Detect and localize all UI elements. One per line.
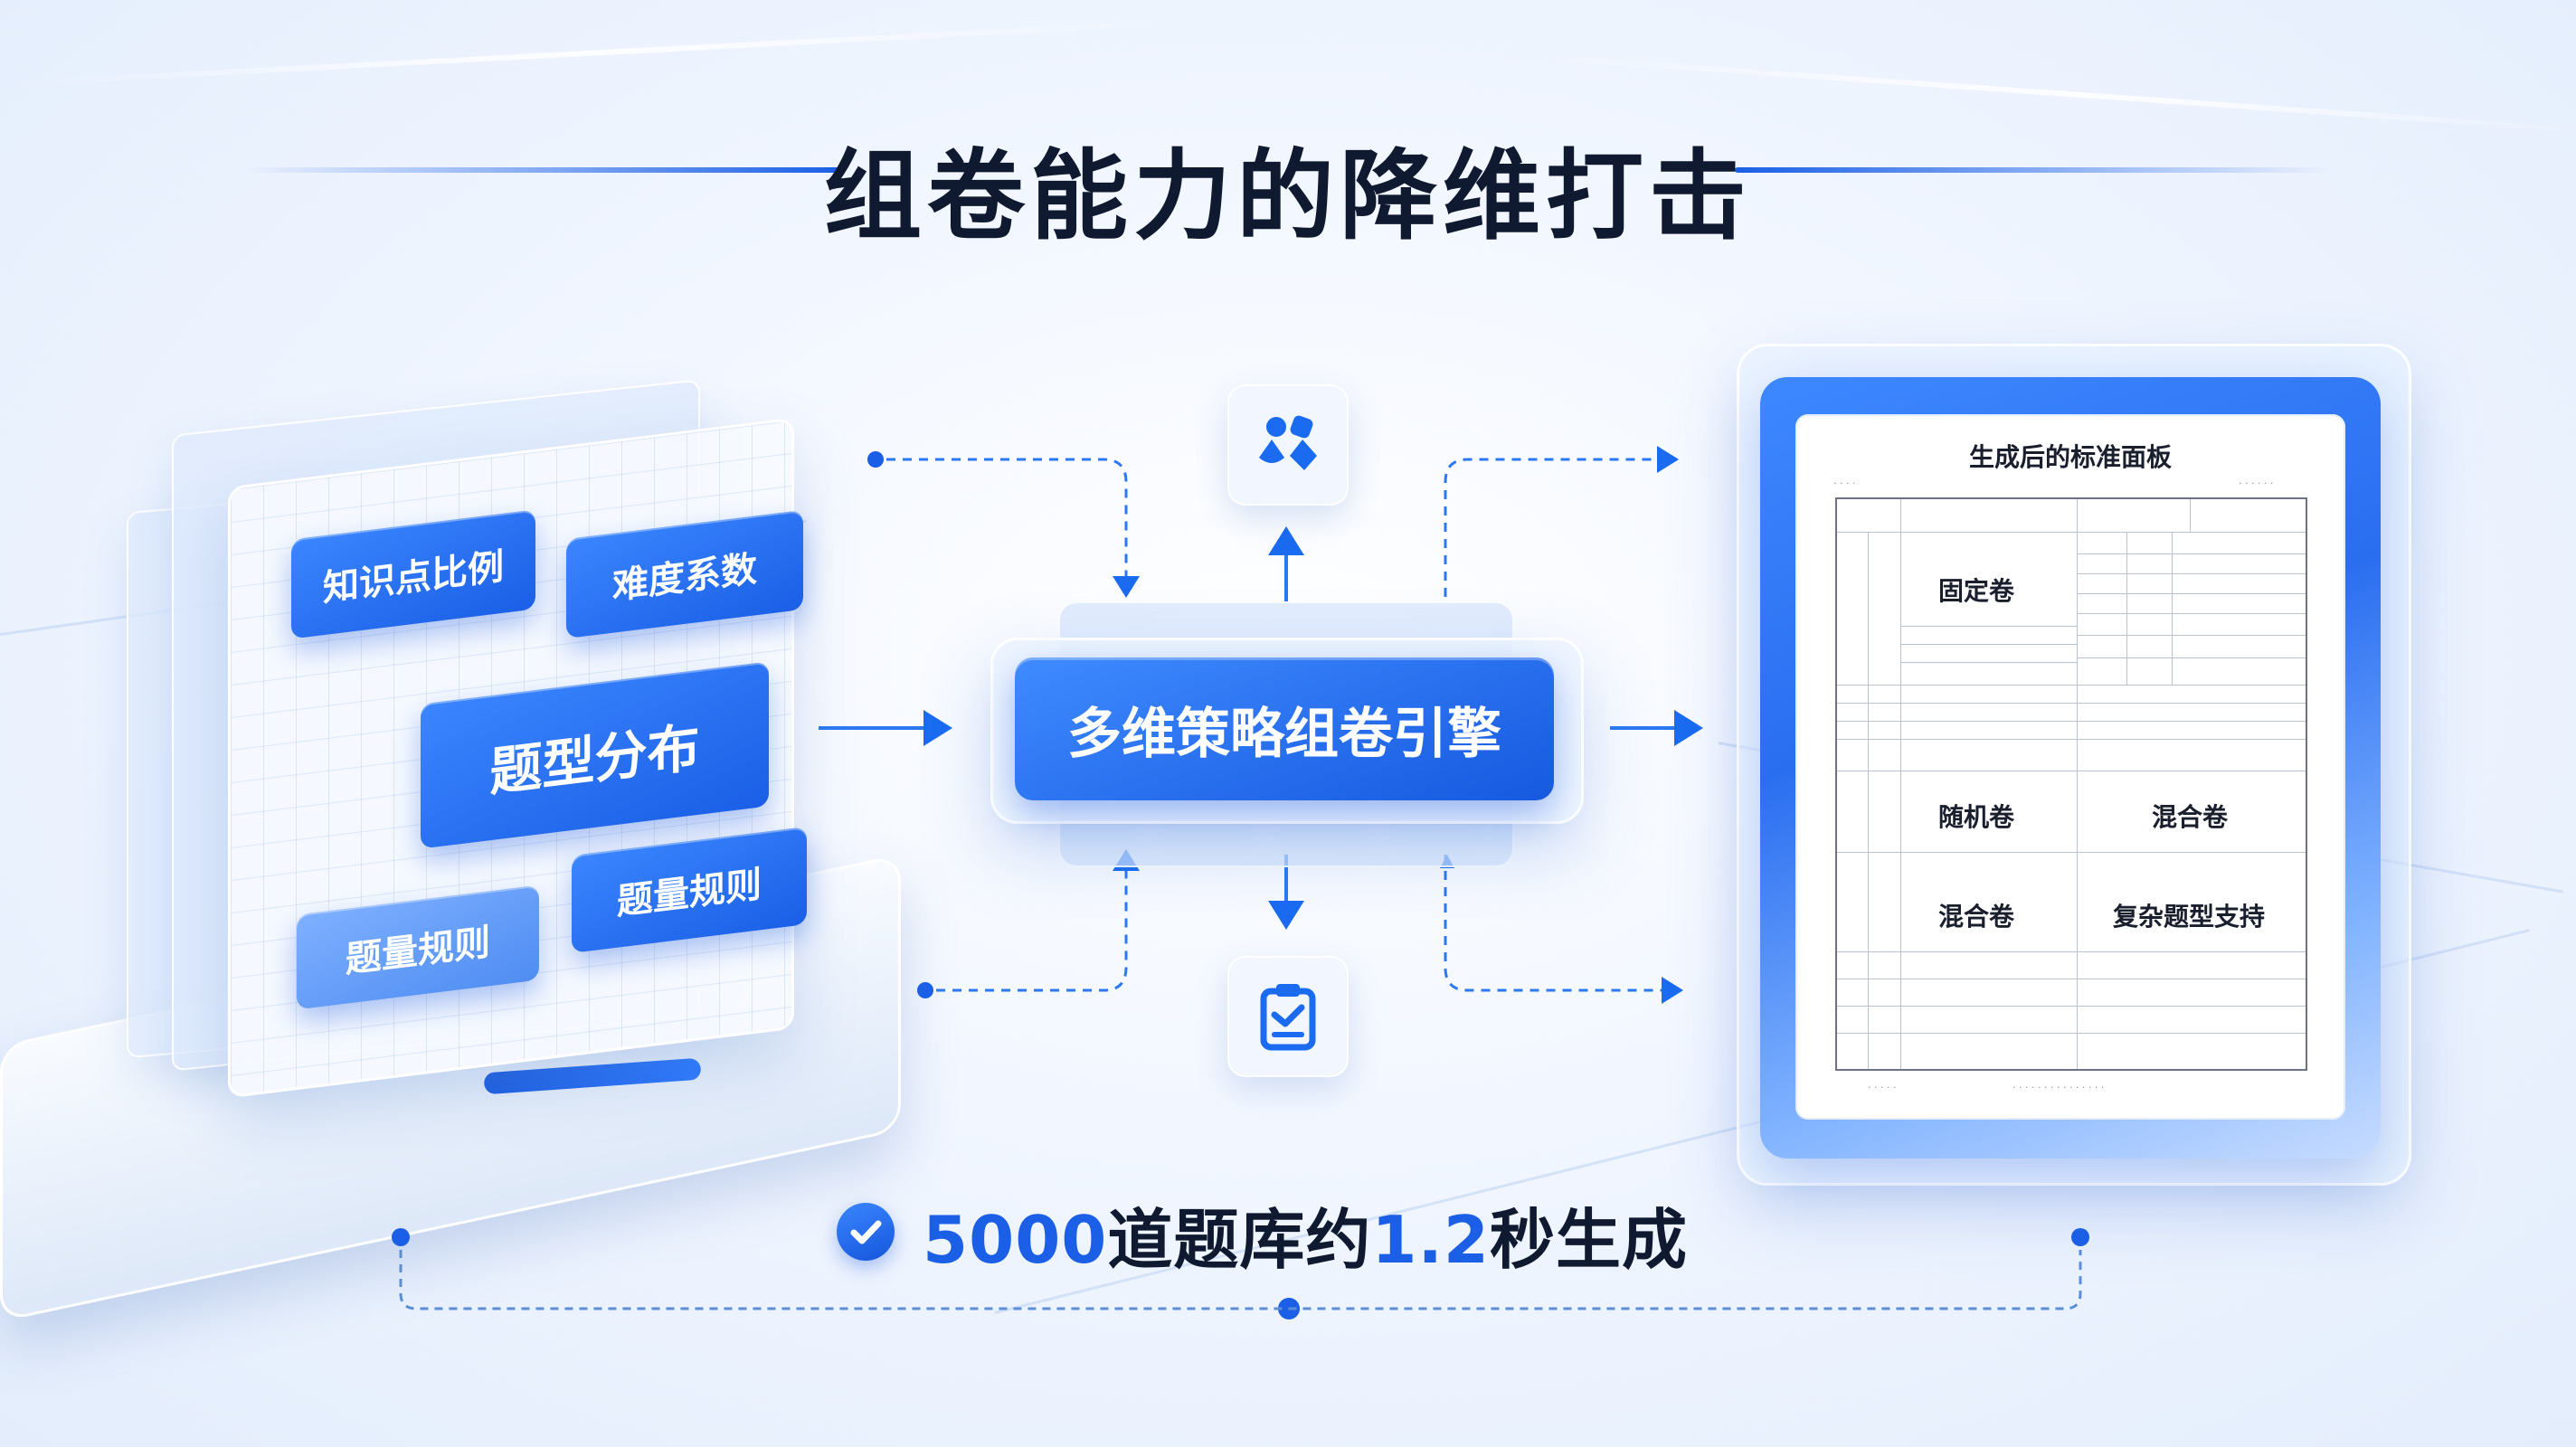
clipboard-icon-box [1227,956,1349,1077]
title-line-right [1735,167,2332,173]
shapes-icon-box [1227,384,1349,506]
stat-time: 1.2 [1371,1202,1490,1278]
dashed-link-bottom-left [936,849,1140,992]
check-icon [837,1203,895,1261]
dashed-link-top-left [886,458,1140,598]
node-dot [392,1228,410,1246]
cell-mixed-right: 混合卷 [2152,802,2229,832]
sheet-title: 生成后的标准面板 [1968,442,2172,472]
node-dot [2071,1228,2089,1246]
dashed-link-top-right [1444,446,1679,597]
stat-count: 5000 [923,1202,1108,1278]
generated-sheet: 生成后的标准面板 · · · · · · · · · · 固定卷 随机卷 [1795,414,2345,1120]
generation-stat: 5000道题库约1.2秒生成 [923,1187,1688,1281]
stat-tail: 秒生成 [1489,1202,1688,1278]
cell-complex: 复杂题型支持 [2113,902,2266,932]
cell-mixed-left: 混合卷 [1938,902,2015,932]
node-dot [867,451,884,468]
cell-fixed: 固定卷 [1938,576,2015,606]
stat-mid: 道题库约 [1107,1202,1372,1278]
shapes-icon [1259,415,1317,470]
engine-button: 多维策略组卷引擎 [1015,657,1554,800]
title-line-left [244,167,841,173]
clipboard-check-icon [1260,984,1316,1051]
sheet-grid: 固定卷 随机卷 混合卷 混合卷 复杂题型支持 [1835,497,2307,1071]
node-dot [917,982,933,998]
page-title: 组卷能力的降维打击 [823,140,1752,253]
dashed-link-bottom-right [1444,855,1683,1004]
cell-random: 随机卷 [1938,802,2015,832]
dashed-bracket [399,1250,2082,1310]
